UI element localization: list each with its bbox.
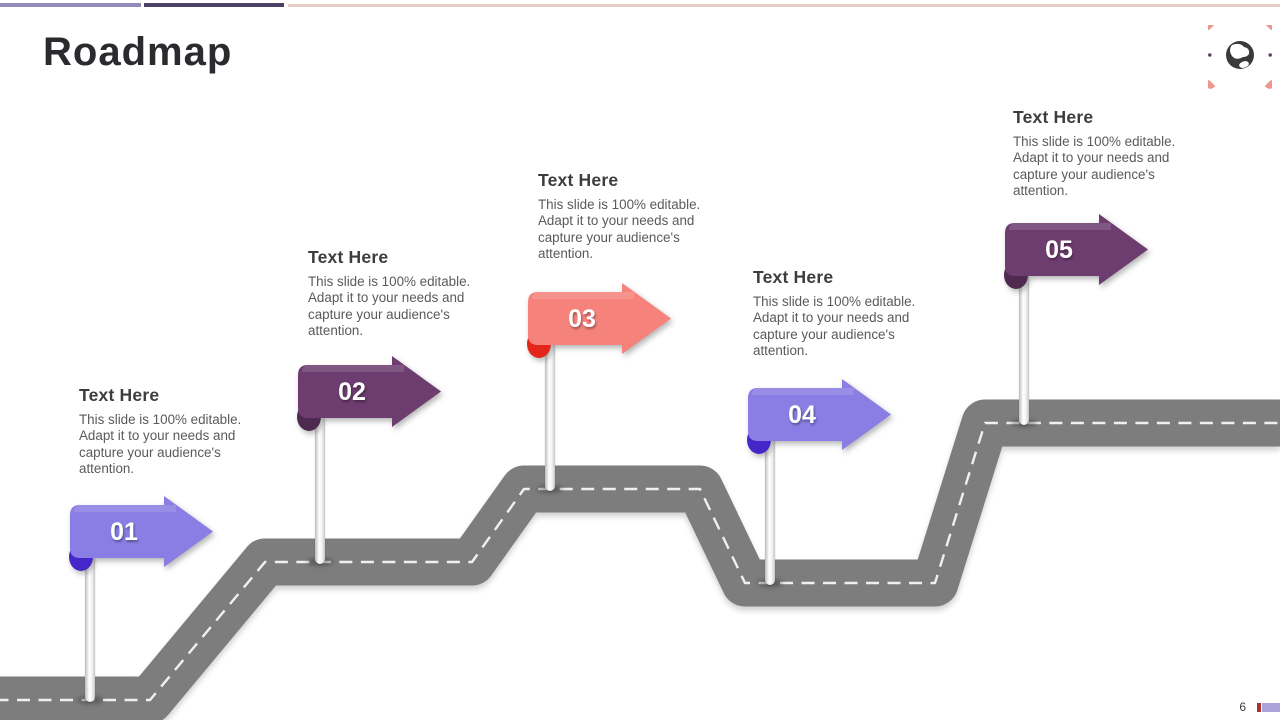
milestone-title: Text Here	[79, 385, 160, 405]
sign-body	[528, 292, 630, 345]
milestone-title: Text Here	[753, 267, 834, 287]
footer-tick-mark	[1257, 703, 1261, 712]
sign-highlight	[302, 365, 404, 372]
milestone-description: This slide is 100% editable. Adapt it to…	[538, 197, 701, 262]
milestone-description: This slide is 100% editable. Adapt it to…	[79, 412, 242, 477]
accent-bar-segment-1	[0, 3, 141, 7]
milestone-title: Text Here	[1013, 107, 1094, 127]
milestone-text-block: Text Here This slide is 100% editable. A…	[308, 247, 474, 339]
page-number: 6	[1239, 700, 1246, 714]
signpost-pole	[1019, 272, 1029, 425]
sign-arrowhead	[622, 283, 671, 354]
accent-bar-segment-3	[288, 4, 1280, 7]
milestone-text-block: Text Here This slide is 100% editable. A…	[79, 385, 245, 477]
sign-body	[1005, 223, 1107, 276]
milestone-sign-arrow: 05	[1004, 214, 1148, 289]
signpost-pole	[315, 410, 325, 564]
person-icon	[1264, 25, 1272, 31]
milestone-text-block: Text Here This slide is 100% editable. A…	[538, 170, 704, 262]
person-icon	[1208, 25, 1216, 31]
milestone-description: This slide is 100% editable. Adapt it to…	[308, 274, 471, 339]
sign-highlight	[74, 505, 176, 512]
sign-number: 02	[338, 378, 366, 406]
footer-accent-bar	[1262, 703, 1280, 712]
slide-title: Roadmap	[43, 30, 233, 74]
milestone-sign-arrow: 04	[747, 379, 891, 454]
sign-body	[748, 388, 850, 441]
sign-arrowhead	[392, 356, 441, 427]
signpost-pole	[85, 550, 95, 702]
sign-number: 03	[568, 305, 596, 333]
milestone-title: Text Here	[538, 170, 619, 190]
globe-people-logo-icon	[1208, 25, 1272, 89]
logo-dot-left	[1208, 53, 1212, 57]
milestone-sign-arrow: 03	[527, 283, 671, 358]
milestone-description: This slide is 100% editable. Adapt it to…	[753, 294, 916, 359]
sign-arrowhead	[1099, 214, 1148, 285]
sign-number: 04	[788, 401, 816, 429]
sign-number: 05	[1045, 236, 1073, 264]
milestone-text-block: Text Here This slide is 100% editable. A…	[1013, 107, 1179, 199]
person-icon	[1208, 79, 1216, 89]
milestone-sign-arrow: 02	[297, 356, 441, 431]
globe-land-2	[1239, 61, 1249, 68]
milestone-sign-arrow: 01	[69, 496, 213, 571]
sign-body	[70, 505, 172, 558]
sign-arrowhead	[842, 379, 891, 450]
road-centerline	[0, 421, 1280, 702]
globe-land	[1230, 43, 1250, 59]
signpost-pole	[545, 337, 555, 491]
person-icon	[1264, 79, 1272, 89]
accent-bar-segment-2	[144, 3, 284, 7]
sign-arrowhead	[164, 496, 213, 567]
sign-number: 01	[110, 518, 138, 546]
signpost-pole	[765, 432, 775, 585]
sign-highlight	[532, 292, 634, 299]
logo-dot-right	[1268, 53, 1272, 57]
sign-body	[298, 365, 400, 418]
milestone-description: This slide is 100% editable. Adapt it to…	[1013, 134, 1176, 199]
sign-highlight	[752, 388, 854, 395]
sign-highlight	[1009, 223, 1111, 230]
milestone-title: Text Here	[308, 247, 389, 267]
milestone-text-block: Text Here This slide is 100% editable. A…	[753, 267, 919, 359]
